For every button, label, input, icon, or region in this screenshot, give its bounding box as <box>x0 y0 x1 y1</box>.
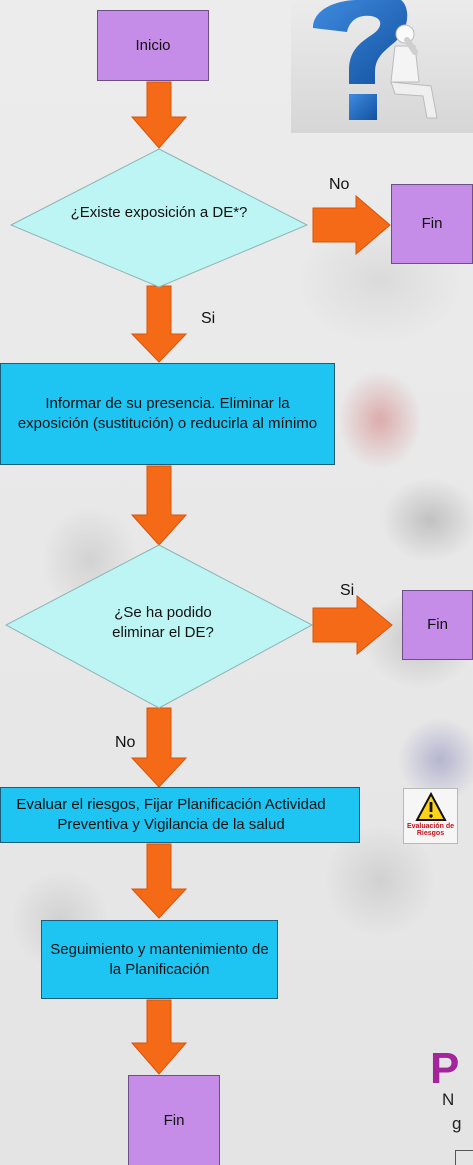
arrow-decision1-to-process1 <box>130 285 188 363</box>
process3-label: Seguimiento y mantenimiento de la Planif… <box>50 940 269 978</box>
side-text-line2: g <box>452 1114 462 1133</box>
end3-label: Fin <box>163 1111 185 1129</box>
process1-label: Informar de su presencia. Eliminar la ex… <box>17 395 318 432</box>
decision1-yes-label: Si <box>201 310 216 327</box>
end2-node: Fin <box>402 590 473 660</box>
warning-triangle-icon <box>415 792 447 821</box>
question-figure-image <box>291 0 473 133</box>
arrow-process1-to-decision2 <box>130 465 188 546</box>
side-table-fragment <box>455 1150 473 1165</box>
risk-evaluation-sign: Evaluación de Riesgos <box>403 788 458 844</box>
arrow-inicio-to-decision1 <box>130 81 188 149</box>
end1-node: Fin <box>391 184 473 264</box>
decision1-no-label: No <box>329 176 350 193</box>
process1-node: Informar de su presencia. Eliminar la ex… <box>0 363 335 465</box>
risk-evaluation-text: Evaluación de Riesgos <box>406 823 455 837</box>
decision2-diamond <box>4 544 314 709</box>
end3-node: Fin <box>128 1075 220 1165</box>
start-label: Inicio <box>135 36 171 54</box>
arrow-process2-to-process3 <box>130 843 188 919</box>
process3-node: Seguimiento y mantenimiento de la Planif… <box>41 920 278 999</box>
decision1-label: ¿Existe exposición a DE*? <box>70 204 248 221</box>
decision2-yes-label: Si <box>340 582 355 599</box>
end1-label: Fin <box>421 215 443 232</box>
arrow-decision2-to-process2 <box>130 707 188 788</box>
arrow-process3-to-end <box>130 999 188 1075</box>
decision2-label: ¿Se ha podido eliminar el DE? <box>112 604 214 641</box>
decision1-diamond <box>9 148 309 288</box>
process2-node: Evaluar el riesgos, Fijar Planificación … <box>0 787 360 843</box>
end2-label: Fin <box>427 616 448 633</box>
arrow-decision2-yes <box>312 594 393 656</box>
side-big-letter: P <box>430 1044 460 1093</box>
process2-label: Evaluar el riesgos, Fijar Planificación … <box>16 796 326 833</box>
side-text-line1: N <box>442 1090 455 1109</box>
arrow-decision1-no <box>312 194 391 256</box>
decision2-no-label: No <box>115 734 136 751</box>
start-node: Inicio <box>97 10 209 81</box>
